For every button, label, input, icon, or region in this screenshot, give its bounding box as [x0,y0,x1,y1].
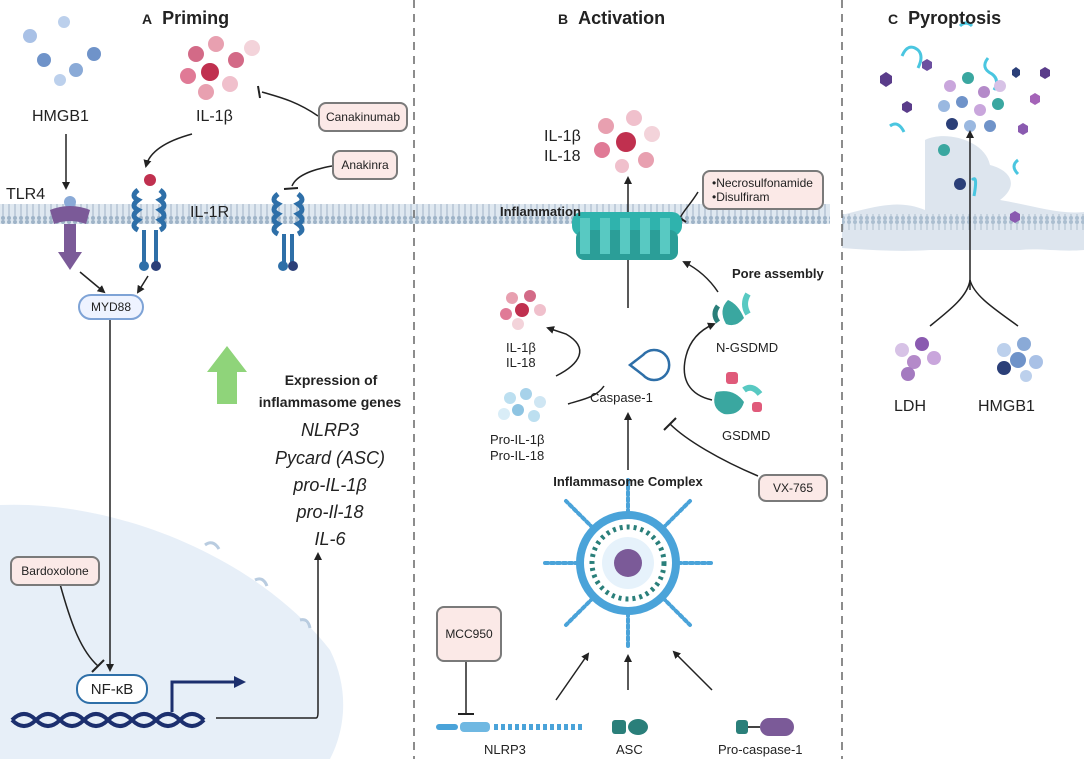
released-il18-label: IL-18 [544,148,581,165]
tlr4-receptor [50,196,90,270]
il1b-il18-released [594,110,660,173]
panel-b-title-text: Activation [578,8,666,28]
membrane-fragment [842,214,1084,230]
n-gsdmd-fragments [712,292,751,326]
myd88-label: MYD88 [90,300,131,314]
gene-pycard: Pycard (ASC) [274,448,386,468]
n-gsdmd-label: N-GSDMD [716,340,779,355]
mcc950-label: MCC950 [445,627,493,641]
gsdmd-pore [572,212,682,260]
mcc950-drug: MCC950 [436,606,502,662]
nfkb-label: NF-κB [90,680,134,698]
il1r-receptor-blocked [271,192,305,271]
asc-label: ASC [616,742,643,757]
vx765-label: VX-765 [772,481,814,495]
gene-pro-il1b: pro-IL-1β [293,475,367,495]
hmgb1-released-label: HMGB1 [978,398,1035,415]
released-il1b-label: IL-1β [544,128,581,145]
vx765-drug: VX-765 [758,474,828,502]
canakinumab-drug: Canakinumab [318,102,408,132]
caspase1-label: Caspase-1 [590,390,653,405]
pro-il18-label: Pro-IL-18 [490,448,545,463]
pro-il1b-label: Pro-IL-1β [490,432,545,447]
pro-il1b-il18 [498,388,546,422]
necrosulfonamide-label: •Necrosulfonamide [712,176,813,190]
hmgb1-molecules [23,16,101,86]
anakinra-drug: Anakinra [332,150,398,180]
mature-il18-label: IL-18 [506,355,536,370]
disulfiram-label: •Disulfiram [712,190,770,204]
pro-caspase1-label: Pro-caspase-1 [718,742,803,757]
inflammasome-complex-label: Inflammasome Complex [553,474,703,489]
released-contents [880,21,1050,223]
gene-il6: IL-6 [314,529,346,549]
pore-assembly-label: Pore assembly [732,266,824,281]
pro-caspase1-protein [736,718,794,736]
pyroptotic-cell-remnant [842,136,1084,251]
hmgb1-molecules-c [997,337,1043,382]
anakinra-label: Anakinra [341,158,389,172]
panel-a-title-text: Priming [162,8,230,28]
myd88-node: MYD88 [78,294,144,320]
hmgb1-label: HMGB1 [32,108,89,125]
bardoxolone-drug: Bardoxolone [10,556,100,586]
transcription-arrow [170,680,236,712]
panel-a-letter: A [142,11,153,27]
nlrp3-protein [436,722,584,732]
panel-a-title: A Priming [142,8,229,29]
pore-inhibitor-drugs: •Necrosulfonamide •Disulfiram [702,170,824,210]
inflammation-label: Inflammation [500,204,581,219]
il1b-molecules-a [180,36,260,100]
bardoxolone-label: Bardoxolone [21,564,89,578]
canakinumab-label: Canakinumab [325,110,401,124]
gsdmd-label: GSDMD [722,428,771,443]
gene-pro-il18: pro-Il-18 [296,502,364,522]
tlr4-label: TLR4 [6,186,46,203]
panel-c-title: C Pyroptosis [888,8,1001,29]
caspase1-enzyme [627,348,671,382]
gsdmd-protein [714,372,763,415]
panel-b-title: B Activation [558,8,665,29]
nlrp3-label: NLRP3 [484,742,526,757]
panel-c-letter: C [888,11,899,27]
nuclear-membrane-pores [204,541,312,629]
asc-protein [612,719,648,735]
expression-title-2: inflammasome genes [258,394,402,410]
il1r-receptor-bound [131,174,167,271]
dna-helix [10,712,206,728]
nfkb-node: NF-κB [76,674,148,704]
upregulation-arrow [207,346,247,404]
il1b-il18-mature [500,290,546,330]
inflammasome-complex [542,477,714,649]
mature-il1b-label: IL-1β [506,340,536,355]
panel-b-letter: B [558,11,569,27]
ldh-molecules [895,337,941,381]
gene-nlrp3: NLRP3 [300,420,360,440]
il1b-label: IL-1β [196,108,233,125]
expression-title-1: Expression of [284,372,378,388]
ldh-label: LDH [894,398,927,415]
panel-c-title-text: Pyroptosis [908,8,1002,28]
il1r-label: IL-1R [190,204,230,221]
